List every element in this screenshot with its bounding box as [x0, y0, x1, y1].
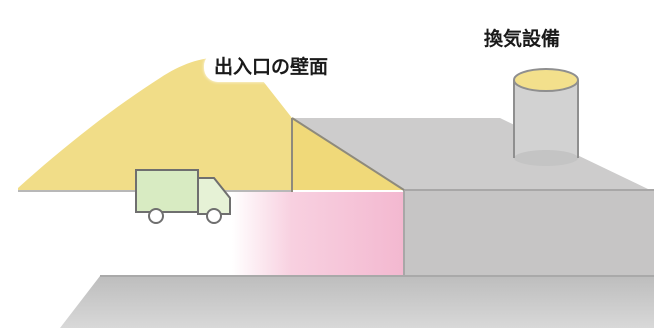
yellow-zone	[18, 57, 292, 192]
ventilation-cylinder-icon	[513, 68, 579, 166]
delivery-truck-icon	[135, 169, 231, 224]
entrance-wall-label: 出入口の壁面	[204, 52, 339, 82]
ground-slab	[60, 276, 654, 328]
building-roof	[292, 118, 650, 190]
pink-zone	[232, 192, 404, 276]
ventilation-label: 換気設備	[474, 24, 571, 54]
building-front-wall	[404, 190, 654, 276]
